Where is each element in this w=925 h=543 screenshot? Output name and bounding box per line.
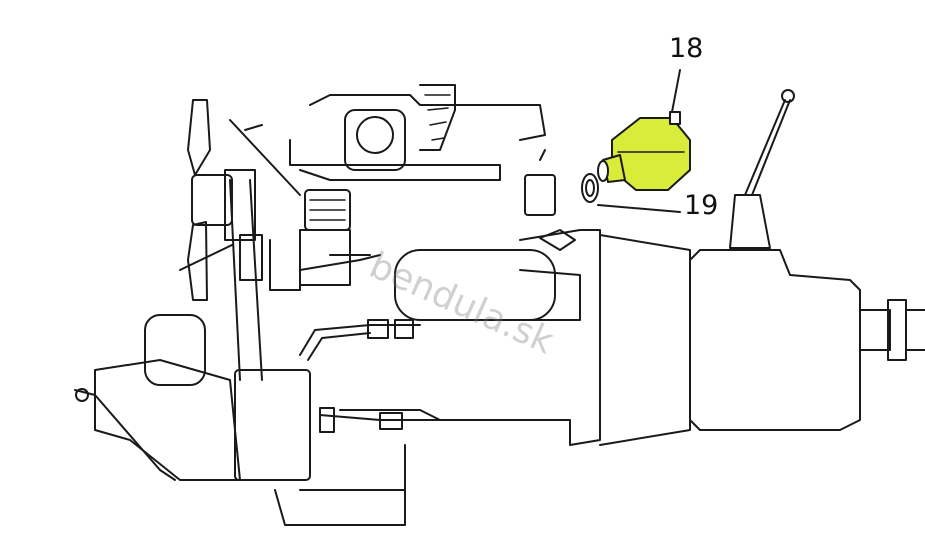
turbo-manifold bbox=[289, 84, 546, 286]
pipe-lines bbox=[299, 254, 441, 433]
callout-18: 18 bbox=[669, 33, 704, 64]
belt-drive bbox=[229, 119, 301, 381]
front-housing bbox=[74, 314, 406, 526]
sensor-bracket bbox=[524, 149, 599, 216]
leader-18 bbox=[671, 69, 681, 113]
gearbox bbox=[689, 89, 925, 431]
callout-19: 19 bbox=[684, 190, 719, 221]
fan-assembly bbox=[179, 99, 256, 301]
leader-19 bbox=[597, 204, 681, 213]
part-18-sensor-highlight[interactable] bbox=[597, 111, 691, 191]
